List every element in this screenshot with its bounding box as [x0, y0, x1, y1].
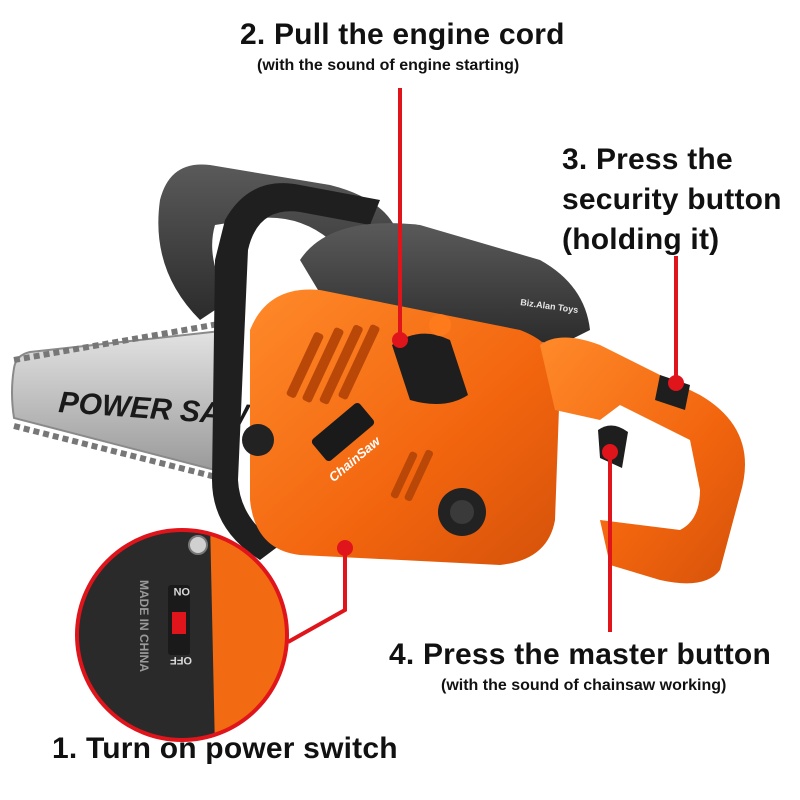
power-switch-inset: ON OFF MADE IN CHINA [75, 528, 289, 742]
callout-dot-cord [392, 332, 408, 348]
callout-dot-switch [337, 540, 353, 556]
rear-handle [540, 337, 745, 584]
step3-line-1: 3. Press the [562, 143, 733, 176]
callout-dot-security [668, 375, 684, 391]
step2-note: (with the sound of engine starting) [257, 57, 520, 74]
callout-lines [287, 88, 678, 644]
step2-title: 2. Pull the engine cord [240, 18, 565, 51]
vent-grille [286, 324, 434, 502]
step3-line-3: (holding it) [562, 223, 720, 256]
step3-line-2: security button [562, 183, 782, 216]
left-knob [242, 424, 274, 456]
orange-body [250, 289, 560, 565]
step1-title: 1. Turn on power switch [52, 732, 398, 765]
svg-text:OFF: OFF [170, 654, 192, 666]
svg-text:MADE IN CHINA: MADE IN CHINA [137, 580, 151, 672]
step4-note: (with the sound of chainsaw working) [441, 677, 727, 694]
svg-text:ON: ON [173, 585, 190, 597]
power-switch[interactable] [172, 612, 186, 634]
primer-bulb [429, 314, 451, 336]
hand-guard [212, 183, 380, 560]
engine-cord-handle[interactable] [392, 333, 468, 404]
step4-title: 4. Press the master button [389, 638, 771, 671]
callout-dot-master [602, 444, 618, 460]
